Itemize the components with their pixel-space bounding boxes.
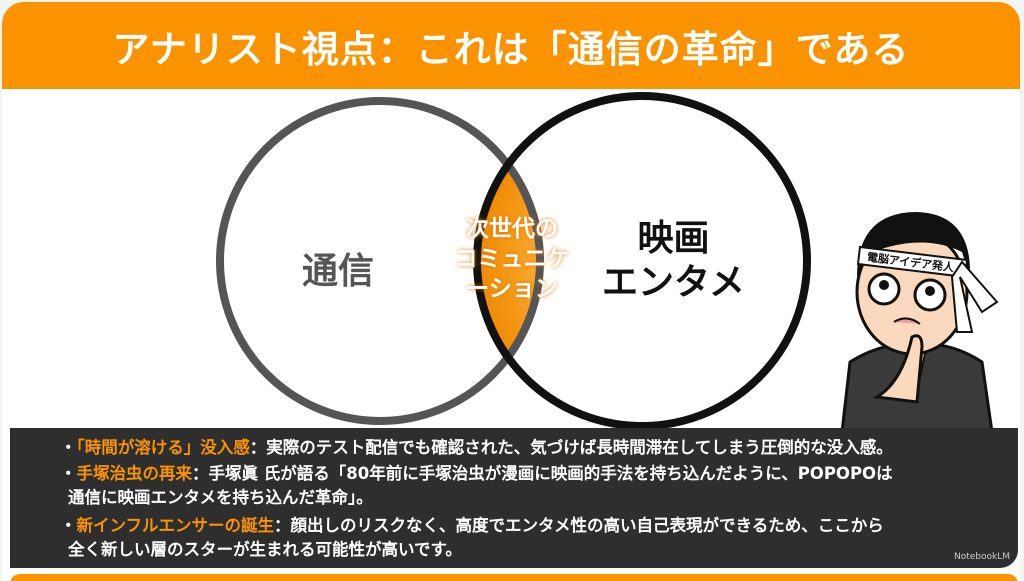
venn-right-label: 映画 エンタメ: [602, 217, 745, 305]
bullet-dot: ・: [60, 516, 77, 535]
venn-left-label: 通信: [302, 251, 375, 292]
bullet-panel: ・「時間が溶ける」没入感：実際のテスト配信でも確認された、気づけば長時間滞在して…: [10, 428, 1018, 568]
bullet-text: ：実際のテスト配信でも確認された、気づけば長時間滞在してしまう圧倒的な没入感。: [249, 438, 893, 457]
bullet-highlight: 「時間が溶ける」没入感: [76, 438, 250, 457]
venn-diagram: [216, 92, 811, 429]
notebooklm-watermark: NotebookLM: [953, 552, 1010, 562]
venn-center-line1: 次世代の: [466, 216, 558, 242]
analyst-character-illustration: 電脳アイデア発人: [840, 212, 999, 432]
bullet-text: ：手塚眞 氏が語る「80年前に手塚治虫が漫画に映画的手法を持ち込んだように、PO…: [192, 464, 893, 483]
venn-center-label: 次世代の コミュニケ ーション: [432, 214, 592, 304]
bullet-text-cont: 全く新しい層のスターが生まれる可能性が高いです。: [68, 540, 462, 559]
left-circle: [216, 97, 544, 425]
venn-center-line2: コミュニケ: [454, 246, 570, 272]
bullet-text-cont: 通信に映画エンタメを持ち込んだ革命」。: [68, 488, 373, 507]
venn-right-line1: 映画: [637, 218, 710, 259]
bullet-text: ：顔出しのリスクなく、高度でエンタメ性の高い自己表現ができるため、ここから: [274, 516, 884, 535]
bullet-highlight: 新インフルエンサーの誕生: [76, 516, 275, 535]
next-slide-edge: [10, 574, 1018, 581]
venn-right-line2: エンタメ: [602, 262, 745, 303]
bullet-item: ・新インフルエンサーの誕生：顔出しのリスクなく、高度でエンタメ性の高い自己表現が…: [60, 514, 884, 562]
slide-title: アナリスト視点：これは「通信の革命」である: [112, 27, 910, 71]
header-band: アナリスト視点：これは「通信の革命」である: [2, 2, 1020, 89]
bullet-item: ・手塚治虫の再来：手塚眞 氏が語る「80年前に手塚治虫が漫画に映画的手法を持ち込…: [60, 462, 893, 510]
bullet-dot: ・: [60, 464, 77, 483]
bullet-item: ・「時間が溶ける」没入感：実際のテスト配信でも確認された、気づけば長時間滞在して…: [60, 436, 893, 460]
right-circle: [473, 92, 811, 429]
bullet-dot: ・: [60, 438, 77, 457]
bullet-highlight: 手塚治虫の再来: [76, 464, 193, 483]
venn-center-line3: ーション: [466, 276, 558, 302]
